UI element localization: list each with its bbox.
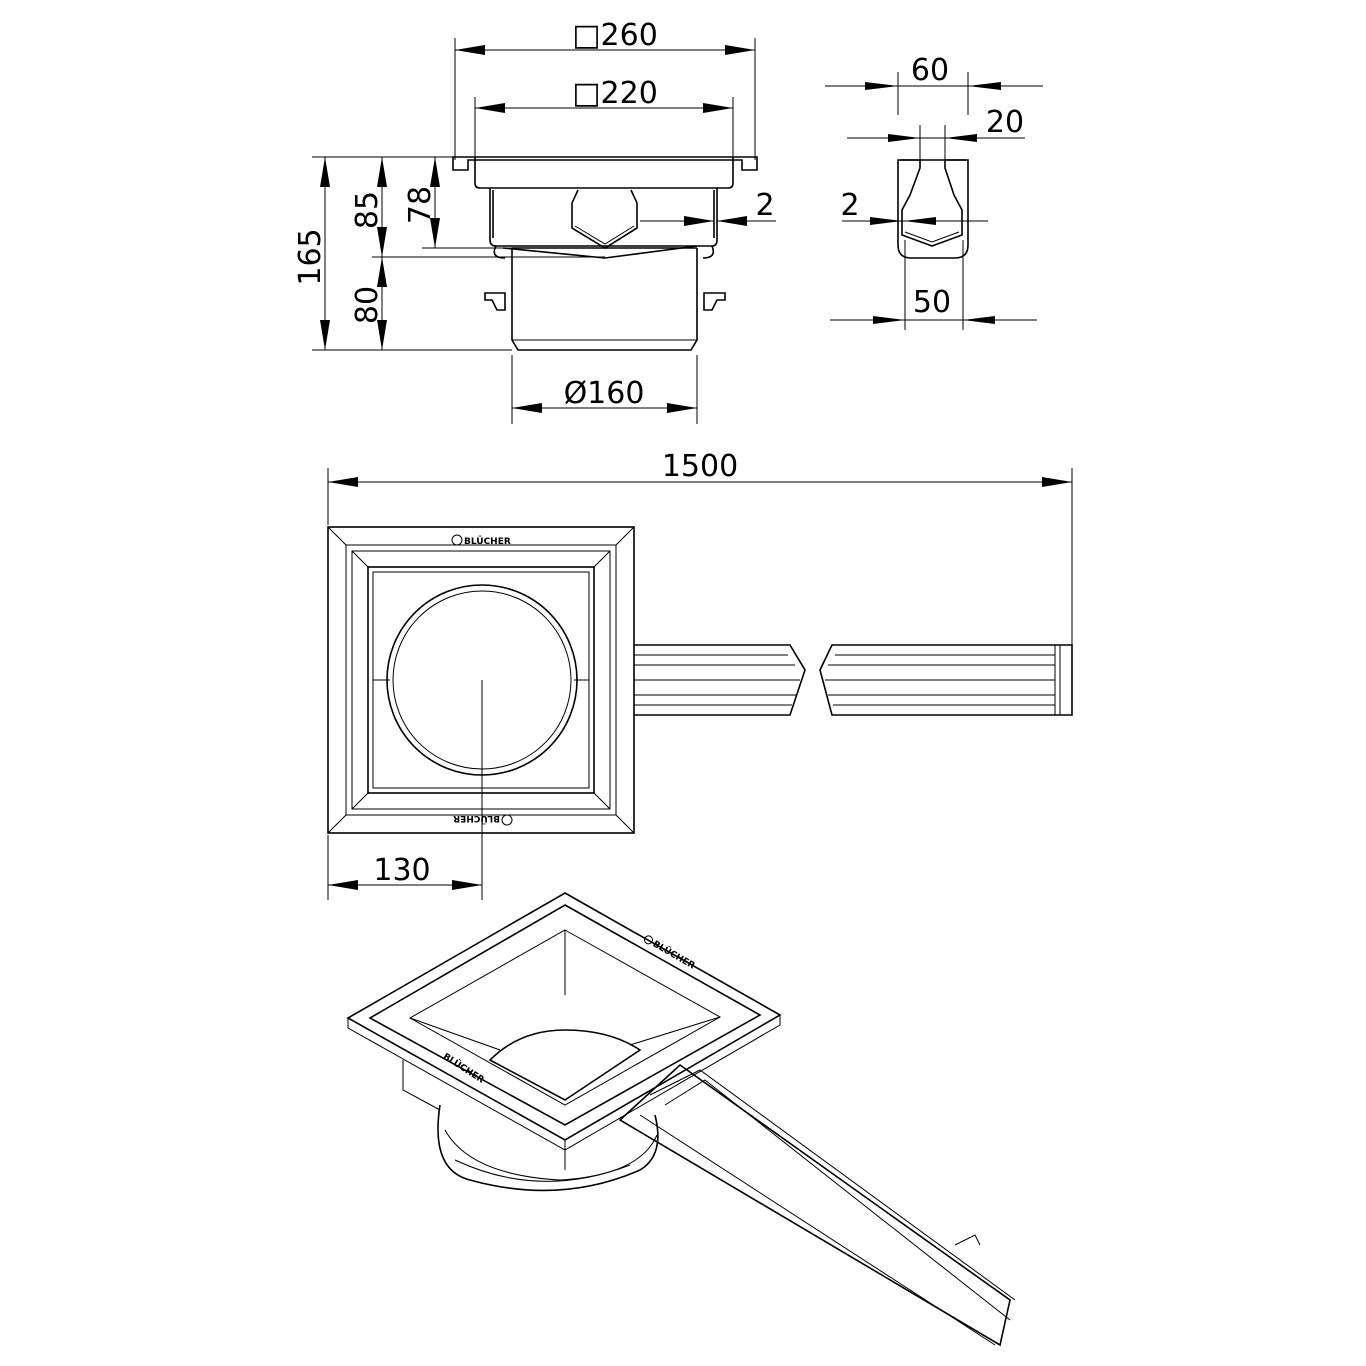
dimension-label: 165: [293, 228, 328, 285]
iso-logo-left: BLÜCHER: [441, 1051, 486, 1086]
dimension-80: 80: [350, 257, 387, 350]
dimension-label: Ø160: [564, 376, 645, 411]
dimension-130: 130: [327, 835, 482, 900]
svg-text:BLÜCHER: BLÜCHER: [441, 1051, 486, 1086]
isometric-view: BLÜCHER BLÜCHER: [346, 892, 1016, 1347]
dimension-label: 50: [913, 285, 951, 320]
dimension-label: □260: [572, 18, 658, 53]
dimension-wall-2: 2: [640, 188, 776, 226]
front-view: □260 □220: [293, 18, 776, 424]
logo-bottom: BLÜCHER: [453, 813, 513, 826]
channel-plan: [634, 644, 1073, 716]
dimension-label: 130: [373, 853, 430, 888]
channel-cross-section: 60 20 2 50: [825, 53, 1043, 330]
dimension-label: 80: [350, 286, 385, 324]
dimension-label: □220: [572, 76, 658, 111]
dimension-label: 85: [350, 191, 385, 229]
gully-body-section: [452, 156, 758, 351]
dimension-165: 165: [293, 156, 512, 351]
dimension-label: 2: [840, 188, 859, 223]
dimension-label: 1500: [662, 449, 738, 484]
logo-text: BLÜCHER: [464, 536, 511, 547]
dimension-1500: 1500: [327, 449, 1073, 645]
dimension-260: □260: [454, 18, 756, 160]
logo-top: BLÜCHER: [451, 534, 511, 547]
dimension-160: Ø160: [511, 355, 698, 424]
svg-text:BLÜCHER: BLÜCHER: [453, 813, 500, 824]
dimension-label: 2: [755, 188, 774, 223]
dimension-78: 78: [403, 157, 512, 249]
dimension-85: 85: [350, 157, 605, 258]
plan-view: 1500 BLÜCHER BLÜCHER: [327, 449, 1073, 900]
dimension-label: 20: [986, 105, 1024, 140]
dimension-label: 60: [911, 53, 949, 88]
dimension-220: □220: [474, 76, 734, 160]
dimension-label: 78: [403, 186, 438, 224]
